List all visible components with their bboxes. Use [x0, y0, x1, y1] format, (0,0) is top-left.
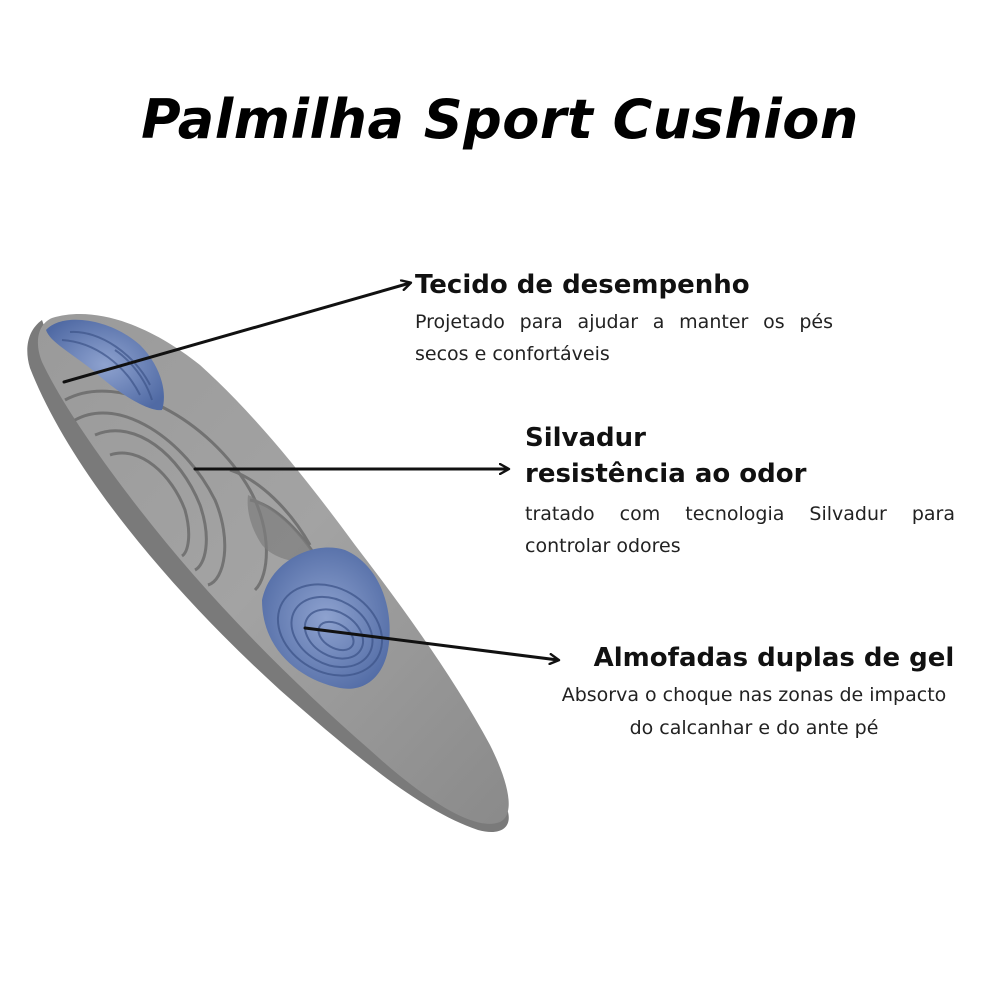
feature-description: Absorva o choque nas zonas de impacto do… — [525, 679, 983, 745]
feature-description-line1: Absorva o choque nas zonas de impacto — [561, 684, 947, 706]
page-title: Palmilha Sport Cushion — [141, 88, 859, 151]
arch-panel — [247, 495, 318, 562]
arrow-gel-pads — [303, 626, 558, 660]
feature-performance-fabric: Tecido de desempenho Projetado para ajud… — [415, 270, 833, 370]
insole-body — [37, 314, 509, 824]
heel-gel-pad — [262, 547, 390, 689]
toe-gel-pad — [46, 319, 164, 411]
feature-odor-resistance: Silvadur resistência ao odor tratado com… — [525, 420, 955, 562]
feature-description: Projetado para ajudar a manter os pés se… — [415, 311, 833, 365]
feature-heading: Silvadur resistência ao odor — [525, 420, 955, 492]
feature-heading-line1: Silvadur — [525, 423, 646, 453]
feature-description-line2: do calcanhar e do ante pé — [629, 717, 879, 739]
arrow-performance-fabric — [62, 283, 410, 384]
feature-heading-line2: resistência ao odor — [525, 459, 807, 489]
feature-heading: Tecido de desempenho — [415, 270, 750, 300]
feature-heading: Almofadas duplas de gel — [593, 643, 955, 673]
feature-gel-pads: Almofadas duplas de gel Absorva o choque… — [525, 643, 983, 745]
pointer-arrows — [62, 283, 558, 660]
feature-description: tratado com tecnologia Silvadur para con… — [525, 503, 955, 557]
